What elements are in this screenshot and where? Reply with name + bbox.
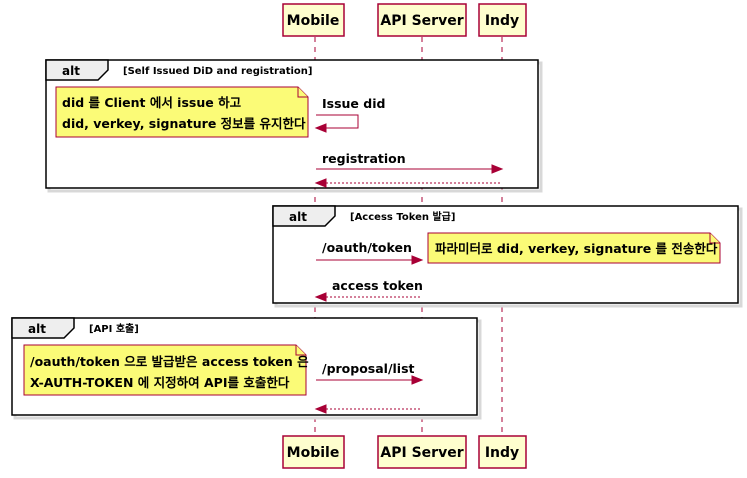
participant-label: API Server <box>380 445 463 461</box>
return-proposal-list <box>314 404 421 414</box>
participant-label: Indy <box>485 445 519 461</box>
note-line: X-AUTH-TOKEN 에 지정하여 API를 호출한다 <box>30 375 290 390</box>
participant-label: Mobile <box>287 445 340 461</box>
participant-mobile-top: Mobile <box>282 3 345 37</box>
participant-indy-bottom: Indy <box>478 435 527 469</box>
participant-api-server-top: API Server <box>377 3 467 37</box>
note-line: 파라미터로 did, verkey, signature 를 전송한다 <box>435 241 718 256</box>
participant-api-server-bottom: API Server <box>377 435 467 469</box>
participant-label: API Server <box>380 13 463 29</box>
alt-condition: [Self Issued DiD and registration] <box>123 66 312 77</box>
return-access-token: access token <box>314 278 423 302</box>
alt-keyword: alt <box>289 210 307 224</box>
note-line: did, verkey, signature 정보를 유지한다 <box>62 116 306 131</box>
alt-condition: [Access Token 발급] <box>350 210 455 223</box>
alt-keyword: alt <box>62 64 80 78</box>
alt-keyword: alt <box>28 322 46 336</box>
message-label: registration <box>322 151 406 166</box>
alt-group-api-call: alt [API 호출] /oauth/token 으로 발급받은 access… <box>11 317 482 420</box>
participant-mobile-bottom: Mobile <box>282 435 345 469</box>
note-did-issue: did 를 Client 에서 issue 하고 did, verkey, si… <box>55 86 309 138</box>
message-issue-did: Issue did <box>314 96 385 133</box>
message-registration: registration <box>316 151 504 174</box>
participant-indy-top: Indy <box>478 3 527 37</box>
alt-condition: [API 호출] <box>89 322 139 335</box>
note-line: did 를 Client 에서 issue 하고 <box>62 95 242 110</box>
message-label: Issue did <box>322 96 385 111</box>
participant-label: Indy <box>485 13 519 29</box>
alt-group-registration: alt [Self Issued DiD and registration] d… <box>45 59 543 193</box>
note-send-params: 파라미터로 did, verkey, signature 를 전송한다 <box>427 232 721 264</box>
message-label: /proposal/list <box>322 361 415 376</box>
message-proposal-list: /proposal/list <box>316 361 424 385</box>
return-registration <box>314 178 501 188</box>
message-label: /oauth/token <box>322 240 412 255</box>
message-label: access token <box>332 278 423 293</box>
participant-label: Mobile <box>287 13 340 29</box>
message-oauth-token: /oauth/token <box>316 240 424 265</box>
alt-group-access-token: alt [Access Token 발급] /oauth/token 파라미터로… <box>272 205 743 308</box>
note-line: /oauth/token 으로 발급받은 access token 은 <box>30 354 309 369</box>
note-auth-header: /oauth/token 으로 발급받은 access token 은 X-AU… <box>23 344 309 396</box>
